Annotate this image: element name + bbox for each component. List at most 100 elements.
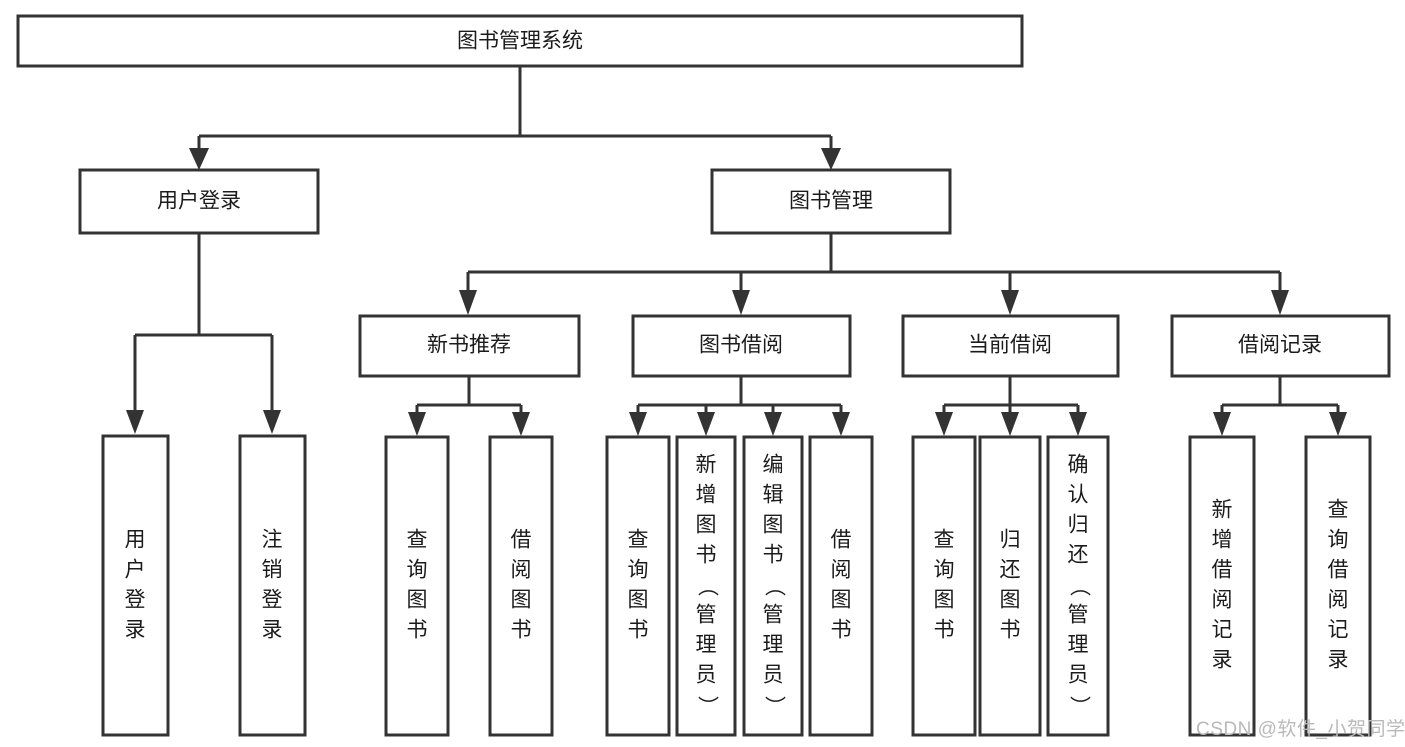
svg-text:图: 图 xyxy=(696,514,717,537)
node-book-borrow-label: 图书借阅 xyxy=(699,334,783,357)
connector-group-root-to-level2 xyxy=(189,66,841,170)
svg-text:阅: 阅 xyxy=(1328,589,1349,612)
svg-text:理: 理 xyxy=(1068,634,1089,657)
node-leaf-query-book-1-box[interactable] xyxy=(384,435,450,737)
node-current-borrow-label: 当前借阅 xyxy=(968,334,1052,357)
arrow-head-leaf-return-book xyxy=(1001,412,1019,436)
svg-text:书: 书 xyxy=(696,544,717,567)
node-borrow-record-box[interactable] xyxy=(1170,314,1391,378)
node-borrow-record-label: 借阅记录 xyxy=(1238,334,1322,357)
arrow-head-leaf-query-book-3 xyxy=(935,412,953,436)
node-leaf-add-record-box[interactable] xyxy=(1188,435,1256,737)
svg-text:书: 书 xyxy=(407,619,428,642)
arrow-head-leaf-user-login xyxy=(126,410,144,434)
svg-text:询: 询 xyxy=(628,559,649,582)
connector-group-new-book-to-leaves xyxy=(408,376,530,436)
node-book-borrow-box[interactable] xyxy=(631,314,852,378)
svg-text:书: 书 xyxy=(934,619,955,642)
svg-text:（: （ xyxy=(1067,576,1090,597)
node-borrow-record[interactable]: 借阅记录 xyxy=(1170,314,1391,378)
node-leaf-borrow-book-2-box[interactable] xyxy=(808,435,874,737)
connector-group-book-manage-to-level3 xyxy=(459,233,1289,315)
svg-text:阅: 阅 xyxy=(831,559,852,582)
svg-text:归: 归 xyxy=(1068,514,1089,537)
svg-text:认: 认 xyxy=(1068,484,1089,507)
node-leaf-user-login[interactable]: 用户登录 xyxy=(101,434,170,737)
node-root-system[interactable]: 图书管理系统 xyxy=(16,14,1024,68)
arrow-head-borrow-record xyxy=(1271,290,1289,315)
node-leaf-user-logout-box[interactable] xyxy=(238,434,307,737)
node-leaf-confirm-return-box[interactable] xyxy=(1046,435,1110,737)
node-leaf-query-book-3-box[interactable] xyxy=(911,435,977,737)
svg-text:新: 新 xyxy=(696,454,717,477)
node-user-login[interactable]: 用户登录 xyxy=(78,168,320,235)
node-root-label: 图书管理系统 xyxy=(457,30,583,53)
svg-text:管: 管 xyxy=(1068,604,1089,627)
node-user-login-label: 用户登录 xyxy=(157,190,241,213)
svg-text:销: 销 xyxy=(262,559,283,582)
svg-text:阅: 阅 xyxy=(511,559,532,582)
node-leaf-edit-book-box[interactable] xyxy=(742,435,804,737)
svg-text:借: 借 xyxy=(1212,559,1233,582)
connector-group-user-login-to-leaves xyxy=(126,233,281,434)
svg-text:员: 员 xyxy=(696,664,717,687)
svg-text:查: 查 xyxy=(628,529,649,552)
svg-text:登: 登 xyxy=(262,589,283,612)
svg-text:录: 录 xyxy=(262,619,283,642)
arrow-head-current-borrow xyxy=(1001,290,1019,315)
svg-text:登: 登 xyxy=(125,589,146,612)
node-new-book-recommend[interactable]: 新书推荐 xyxy=(358,314,581,378)
arrow-head-book-manage xyxy=(821,148,841,170)
svg-text:书: 书 xyxy=(628,619,649,642)
svg-text:图: 图 xyxy=(763,514,784,537)
svg-text:查: 查 xyxy=(934,529,955,552)
svg-text:增: 增 xyxy=(696,484,717,507)
node-user-login-box[interactable] xyxy=(78,168,320,235)
node-current-borrow[interactable]: 当前借阅 xyxy=(901,314,1120,378)
arrow-head-leaf-borrow-book-2 xyxy=(832,412,850,436)
arrow-head-new-book-recommend xyxy=(459,290,477,315)
node-current-borrow-box[interactable] xyxy=(901,314,1120,378)
svg-text:用: 用 xyxy=(125,529,146,552)
node-book-manage-box[interactable] xyxy=(710,168,952,235)
svg-text:记: 记 xyxy=(1328,619,1349,642)
node-leaf-borrow-book-1-box[interactable] xyxy=(488,435,554,737)
node-root-box[interactable] xyxy=(16,14,1024,68)
node-book-manage[interactable]: 图书管理 xyxy=(710,168,952,235)
svg-text:阅: 阅 xyxy=(1212,589,1233,612)
arrow-head-leaf-add-book xyxy=(697,412,715,436)
svg-text:书: 书 xyxy=(511,619,532,642)
svg-text:借: 借 xyxy=(831,529,852,552)
node-leaf-query-record-box[interactable] xyxy=(1304,435,1372,737)
arrow-head-leaf-edit-book xyxy=(764,412,782,436)
node-book-borrow[interactable]: 图书借阅 xyxy=(631,314,852,378)
node-new-book-recommend-box[interactable] xyxy=(358,314,581,378)
node-book-manage-label: 图书管理 xyxy=(789,190,873,213)
node-leaf-add-book-box[interactable] xyxy=(675,435,737,737)
svg-text:理: 理 xyxy=(696,634,717,657)
node-leaf-return-book-box[interactable] xyxy=(978,435,1042,737)
node-leaf-query-book-2-box[interactable] xyxy=(605,435,671,737)
node-leaf-user-login-box[interactable] xyxy=(101,434,170,737)
arrow-head-leaf-confirm-return xyxy=(1069,412,1087,436)
